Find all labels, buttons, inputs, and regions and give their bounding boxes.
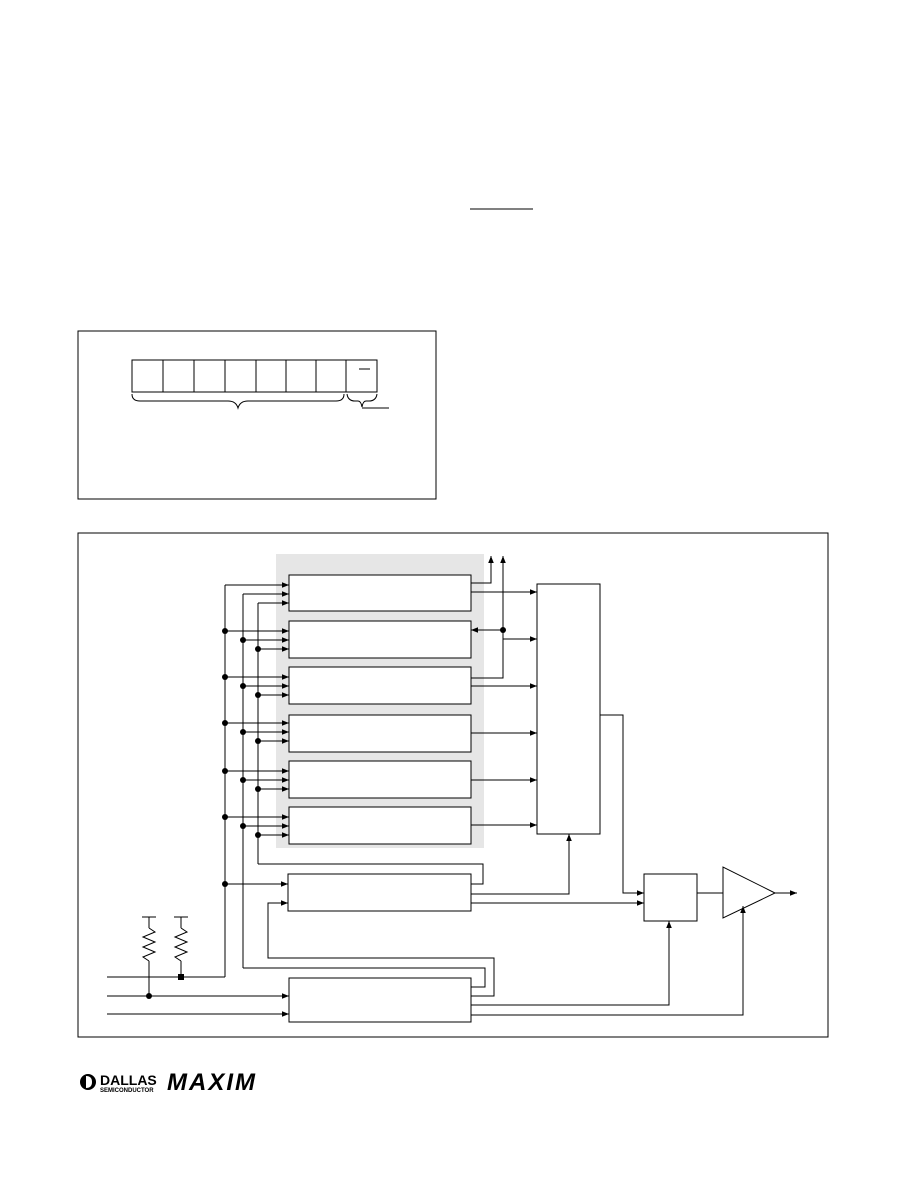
serial-to-amp-line bbox=[471, 906, 746, 1016]
dallas-logo-name: DALLAS bbox=[100, 1072, 157, 1088]
register-cell bbox=[345, 359, 378, 393]
register-blocks bbox=[288, 574, 472, 845]
control-block-middle bbox=[287, 873, 472, 912]
serial-input-lines bbox=[107, 976, 289, 1017]
serial-loop-to-bus bbox=[243, 967, 486, 988]
register-figure bbox=[77, 330, 437, 500]
control-to-mux-line bbox=[471, 834, 572, 895]
register-block-5 bbox=[288, 760, 472, 799]
maxim-logo: MAXIM bbox=[167, 1069, 257, 1096]
register-cell bbox=[285, 359, 317, 393]
block-diagram-frame bbox=[77, 532, 829, 1038]
register-cell bbox=[193, 359, 226, 393]
register-output-arrows bbox=[471, 589, 537, 828]
register-cells bbox=[131, 359, 378, 393]
address-bits-brace bbox=[131, 393, 345, 410]
serial-interface-block bbox=[288, 977, 472, 1023]
register-cell bbox=[255, 359, 287, 393]
upward-output-lines bbox=[471, 556, 506, 679]
register-block-6 bbox=[288, 806, 472, 845]
rw-bit-brace bbox=[346, 393, 378, 408]
bus-lines bbox=[224, 584, 283, 977]
register-cell bbox=[315, 359, 347, 393]
mux-block bbox=[536, 583, 601, 835]
pullup-resistors bbox=[141, 916, 189, 996]
serial-loop-to-control bbox=[267, 900, 495, 997]
register-figure-frame bbox=[77, 330, 437, 500]
register-block-4 bbox=[288, 714, 472, 753]
register-block-1 bbox=[288, 574, 472, 612]
mux-to-output-line bbox=[600, 714, 644, 896]
output-amplifier bbox=[722, 866, 777, 919]
control-loop-line bbox=[258, 863, 484, 885]
register-cell bbox=[162, 359, 195, 393]
serial-to-output-line bbox=[471, 921, 672, 1006]
dallas-logo: DALLAS SEMICONDUCTOR bbox=[80, 1072, 157, 1094]
output-block bbox=[643, 873, 698, 922]
register-block-3 bbox=[288, 666, 472, 705]
register-cell bbox=[131, 359, 164, 393]
register-block-2 bbox=[288, 620, 472, 659]
register-cell bbox=[224, 359, 257, 393]
feedback-junction-dot bbox=[500, 627, 506, 633]
maxim-logo-text: MAXIM bbox=[167, 1069, 257, 1096]
bus-junction-dots bbox=[222, 628, 261, 887]
block-diagram bbox=[77, 532, 829, 1038]
dallas-logo-subtitle: SEMICONDUCTOR bbox=[100, 1088, 154, 1094]
register-input-arrows bbox=[225, 582, 289, 887]
